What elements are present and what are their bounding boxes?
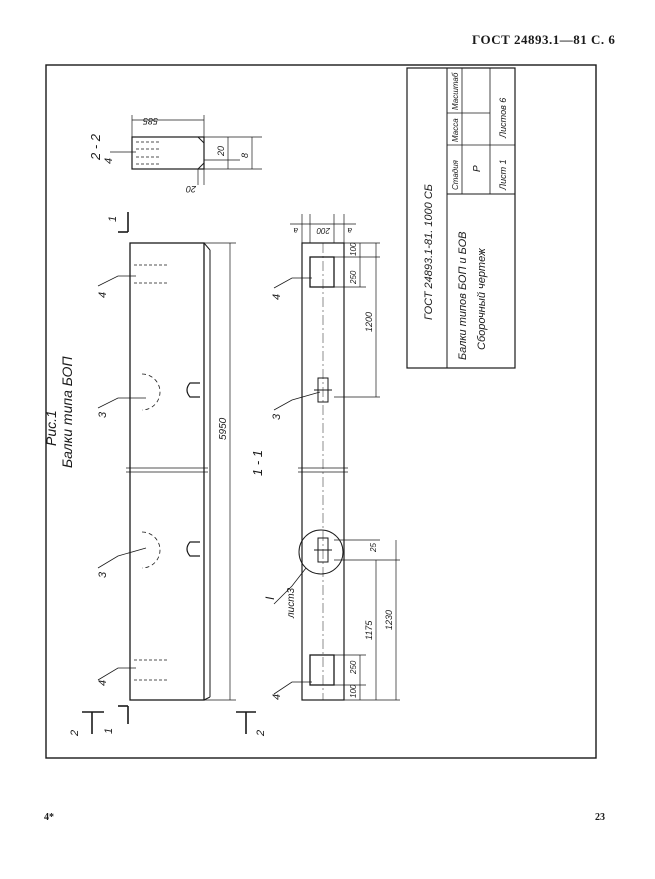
figure-subtitle: Балки типа БОП	[59, 356, 75, 468]
drawing-frame	[45, 64, 597, 759]
title-block-col-stage: Стадия	[451, 159, 460, 190]
dim-585: 585	[142, 116, 158, 126]
page-number: 23	[595, 812, 605, 823]
dim-200: 200	[316, 226, 331, 235]
dim-100-bottom: 100	[349, 684, 358, 698]
title-block-col-mass: Масса	[451, 118, 460, 142]
cut-mark-1-bottom: 1	[103, 728, 115, 734]
dim-250-top: 250	[349, 270, 358, 285]
dim-250-bottom: 250	[349, 660, 358, 675]
dim-100-top: 100	[349, 242, 358, 256]
section-2-2-label: 2 - 2	[88, 133, 103, 161]
detail-circle	[298, 529, 344, 575]
callout-list3: лист3	[286, 587, 297, 619]
callout-3-plan: 3	[271, 413, 283, 420]
beam-elevation: 4 3 3 4 5950 1 - 1	[97, 242, 265, 701]
callout-I: I	[263, 596, 277, 600]
callout-3-bottom: 3	[97, 571, 109, 578]
callout-4-bottom: 4	[97, 680, 109, 686]
title-block-name-line1: Балки типов БОП и БОВ	[457, 232, 469, 360]
dim-1200: 1200	[364, 312, 374, 332]
cut-mark-2-left: 2	[69, 730, 81, 737]
callout-3-top: 3	[97, 411, 109, 418]
title-block: ГОСТ 24893.1-81. 1000 СБ Балки типов БОП…	[406, 67, 516, 369]
dim-a-right: а	[347, 226, 352, 235]
title-block-sheet: Лист 1	[498, 159, 508, 191]
callout-4-plan-bottom: 4	[271, 694, 283, 700]
title-block-stage-value: Р	[472, 165, 483, 172]
title-block-code: ГОСТ 24893.1-81. 1000 СБ	[423, 184, 435, 320]
section-2-2: 2 - 2 4 585 20 8 20	[88, 115, 262, 194]
title-block-name-line2: Сборочный чертеж	[476, 248, 488, 350]
standard-header: ГОСТ 24893.1—81 С. 6	[472, 32, 616, 47]
dim-20b: 20	[186, 184, 197, 194]
beam-plan: а 200 а 100 250 1200 25 1175 1230 250 10…	[263, 214, 400, 701]
cut-marks: 1 1 2 2	[69, 212, 267, 737]
dim-1175: 1175	[364, 620, 374, 640]
dim-5950: 5950	[218, 417, 229, 440]
cut-mark-1-top: 1	[107, 216, 119, 222]
footer-left-mark: 4*	[44, 812, 54, 823]
dim-25: 25	[369, 543, 378, 553]
figure-caption: Рис.1	[43, 410, 59, 446]
dim-8: 8	[240, 153, 250, 158]
cut-mark-2-right: 2	[255, 730, 267, 737]
callout-4-plan-top: 4	[271, 294, 283, 300]
title-block-sheets: Листов 6	[498, 98, 508, 139]
dim-1230: 1230	[384, 610, 394, 630]
section-1-1-label: 1 - 1	[250, 450, 265, 476]
callout-4-top: 4	[97, 292, 109, 298]
dim-a-left: а	[293, 226, 298, 235]
title-block-col-scale: Масштаб	[451, 72, 460, 110]
dim-20: 20	[216, 146, 226, 157]
callout-4-section: 4	[103, 158, 115, 164]
